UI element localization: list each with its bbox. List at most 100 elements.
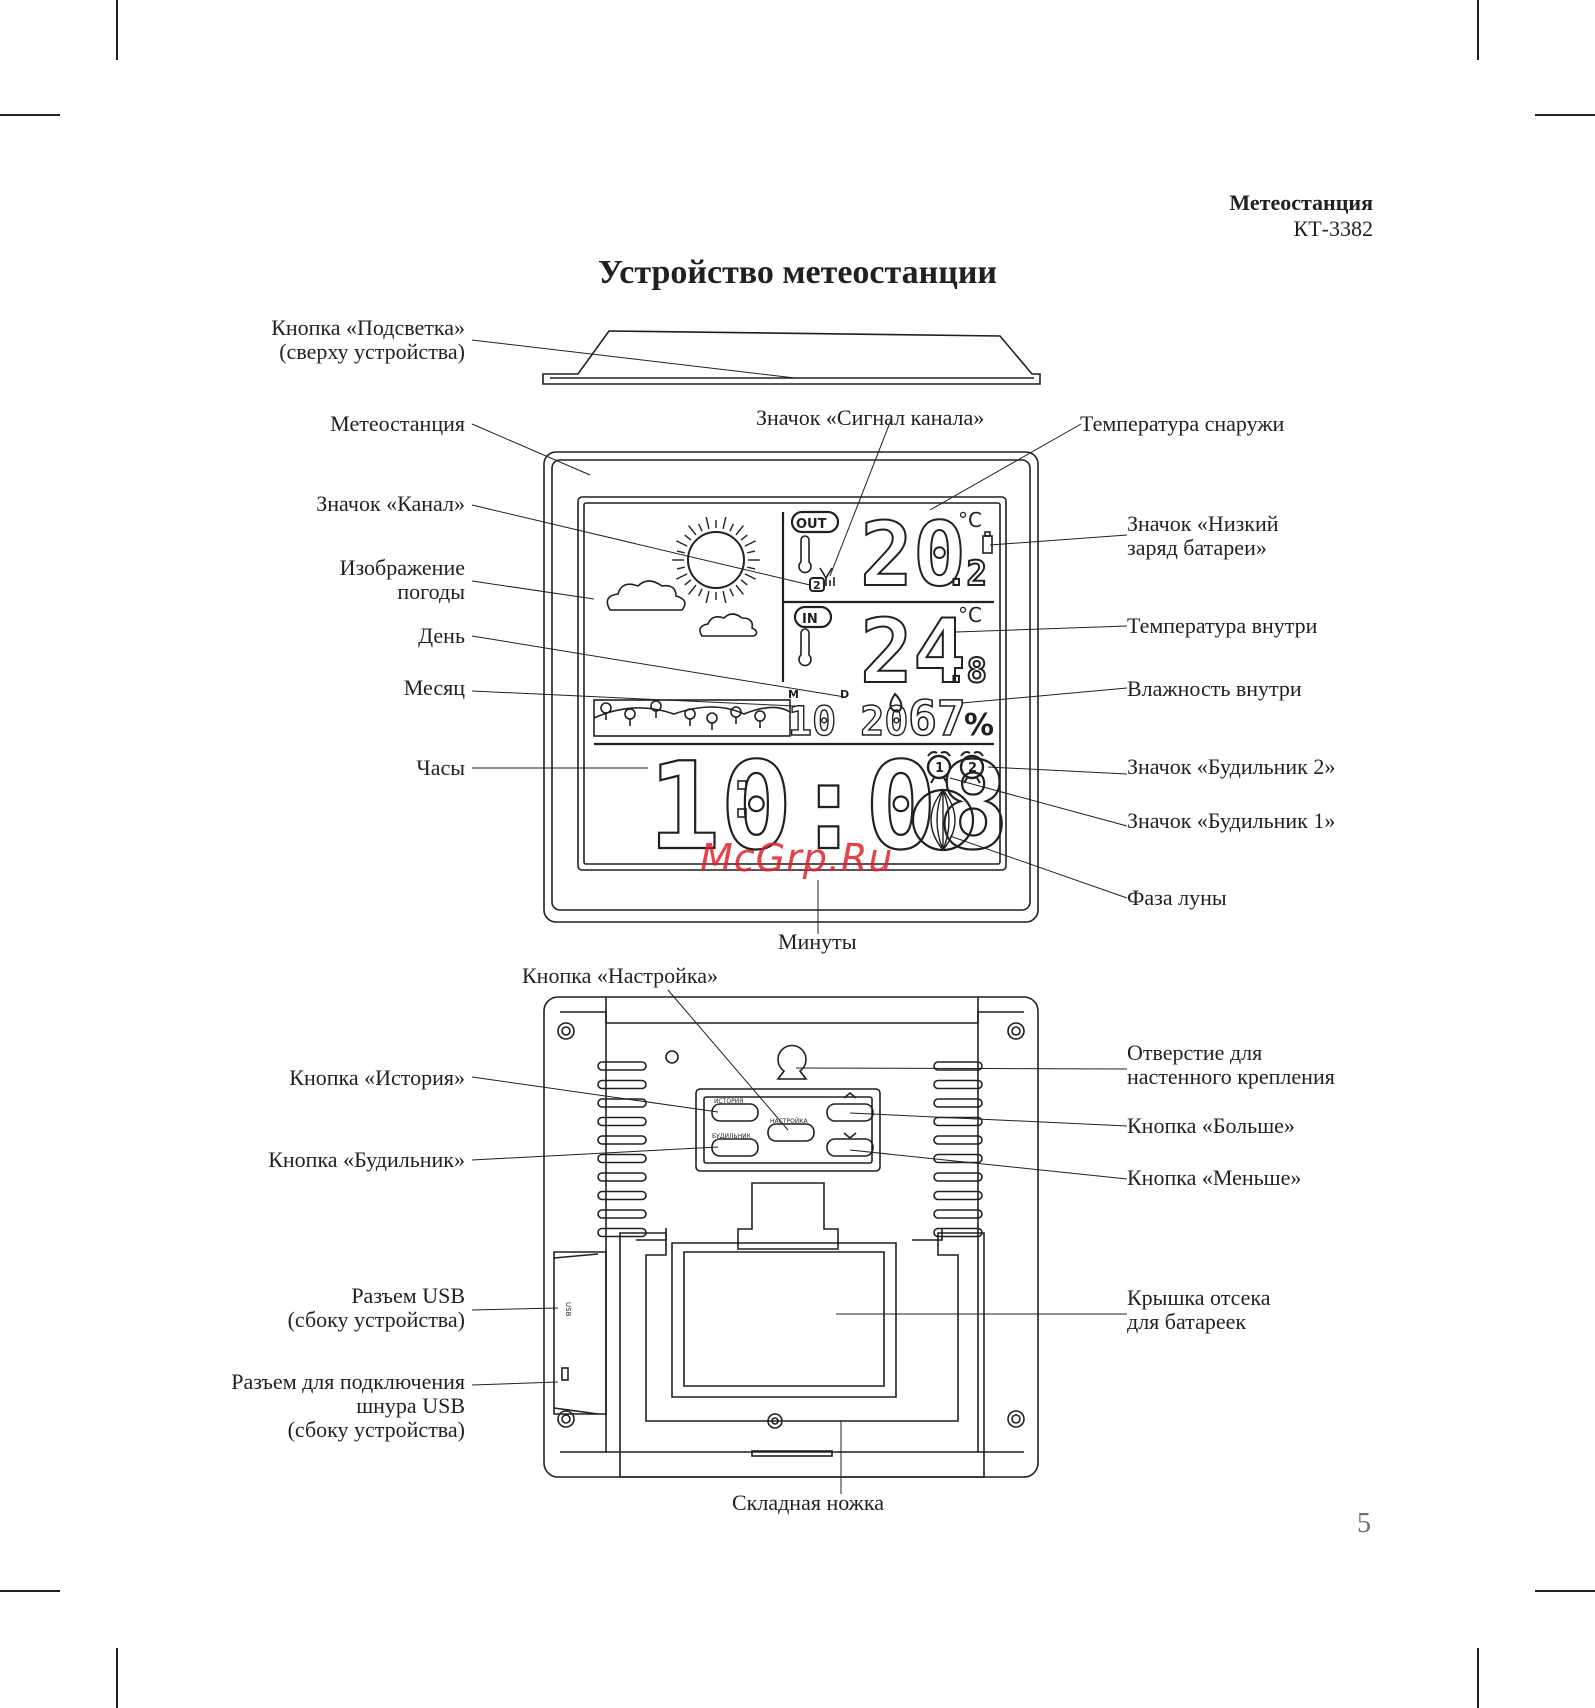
header-title: Метеостанция [1229, 190, 1373, 215]
vent-slot [597, 1172, 647, 1182]
label-month: Месяц [403, 675, 465, 700]
page-title: Устройство метеостанции [597, 254, 998, 291]
label-battery-cover: Крышка отсека для батареек [1127, 1285, 1271, 1334]
label-outside-temp: Температура снаружи [1080, 411, 1285, 436]
vent-slot [933, 1079, 983, 1090]
tree-icon [600, 702, 612, 714]
clock-display: 10:08 [648, 738, 1009, 877]
watermark: McGrp.Ru [700, 836, 894, 880]
label-setup-button: Кнопка «Настройка» [522, 963, 719, 988]
label-alarm1-icon: Значок «Будильник 1» [1127, 808, 1336, 833]
tree-icon [624, 708, 636, 720]
vent-slot [933, 1135, 983, 1145]
side-connector-block [553, 1251, 607, 1415]
label-history-button: Кнопка «История» [289, 1065, 465, 1090]
label-up-button: Кнопка «Больше» [1127, 1113, 1295, 1138]
cloud-icon [606, 580, 686, 611]
screw-hole [557, 1022, 575, 1040]
stand-tab [737, 1182, 839, 1250]
station-front-housing [543, 451, 1039, 923]
vent-slot [933, 1116, 983, 1127]
page-header: Метеостанция КТ-3382 [1229, 190, 1373, 242]
label-alarm-button: Кнопка «Будильник» [268, 1147, 465, 1172]
label-usb-cord-port: Разъем для подключения шнура USB (сбоку … [231, 1369, 465, 1442]
screw-hole [1007, 1022, 1025, 1040]
usb-side-label: USB [564, 1302, 572, 1317]
crop-mark [116, 0, 118, 60]
label-signal-icon: Значок «Сигнал канала» [756, 405, 985, 430]
out-temp-decimal: .2 [946, 554, 987, 594]
label-minutes: Минуты [778, 929, 857, 954]
up-button [826, 1103, 874, 1122]
alarm1-number: 1 [935, 761, 944, 776]
crop-mark [1477, 1648, 1479, 1708]
crop-mark [0, 114, 60, 116]
leader-lines [471, 339, 1128, 1494]
in-temp-main: 24 [860, 600, 966, 703]
vent-slot [933, 1209, 983, 1219]
vent-slot [933, 1098, 983, 1108]
in-badge [793, 605, 833, 629]
history-button [711, 1103, 759, 1122]
label-usb-port: Разъем USB (сбоку устройства) [287, 1283, 465, 1332]
crop-mark [1477, 0, 1479, 60]
thermometer-out-icon [798, 535, 812, 574]
out-temp-main: 20 [860, 503, 966, 606]
out-temp-unit: °C [958, 508, 982, 532]
label-wall-hole: Отверстие для настенного крепления [1127, 1040, 1335, 1089]
vent-slot [597, 1116, 647, 1127]
in-badge-text: IN [802, 612, 818, 627]
crop-mark [1535, 1590, 1595, 1592]
label-channel-icon: Значок «Канал» [316, 491, 465, 516]
label-stand: Складная ножка [732, 1490, 885, 1515]
vent-slot [597, 1190, 647, 1201]
vent-slot [597, 1061, 647, 1071]
out-badge [790, 510, 840, 534]
vent-slot [933, 1061, 983, 1071]
folding-stand [619, 1232, 985, 1478]
vent-slot [597, 1079, 647, 1090]
clock-colon-dot [737, 808, 747, 818]
label-weather-image: Изображение погоды [339, 555, 465, 604]
vent-slot [933, 1172, 983, 1182]
month-marker: M [788, 688, 799, 701]
day-marker: D [840, 688, 849, 701]
label-inside-humidity: Влажность внутри [1127, 676, 1302, 701]
tree-icon [754, 710, 766, 722]
crop-mark [116, 1648, 118, 1708]
screw-hole [557, 1410, 575, 1428]
humidity-drop-icon [889, 692, 903, 713]
history-button-label: ИСТОРИЯ [714, 1098, 743, 1105]
vent-slot [597, 1098, 647, 1108]
out-badge-text: OUT [796, 517, 827, 532]
vent-slot [597, 1153, 647, 1164]
humidity-percent: % [964, 708, 994, 743]
thermometer-in-icon [798, 628, 812, 667]
label-inside-temp: Температура внутри [1127, 613, 1318, 638]
label-alarm2-icon: Значок «Будильник 2» [1127, 754, 1336, 779]
crop-mark [0, 1590, 60, 1592]
header-model: КТ-3382 [1293, 216, 1373, 241]
vent-slot [597, 1209, 647, 1219]
screw-hole [1007, 1410, 1025, 1428]
date-display: 10 20 [788, 699, 908, 745]
page-number: 5 [1357, 1508, 1371, 1539]
label-moon-phase: Фаза луны [1127, 885, 1227, 910]
battery-cover [671, 1242, 897, 1398]
wall-mount-hole [776, 1044, 808, 1080]
device-top-view [542, 330, 1041, 385]
label-down-button: Кнопка «Меньше» [1127, 1165, 1302, 1190]
label-backlight: Кнопка «Подсветка» (сверху устройства) [271, 315, 465, 364]
in-temp-unit: °C [958, 603, 982, 627]
vent-slot [933, 1190, 983, 1201]
button-panel [695, 1088, 881, 1172]
setup-button-label: НАСТРОЙКА [770, 1118, 809, 1125]
label-low-battery: Значок «Низкий заряд батареи» [1127, 511, 1279, 560]
label-day: День [418, 623, 465, 648]
label-clock: Часы [416, 755, 465, 780]
setup-button [767, 1123, 815, 1142]
channel-number: 2 [813, 579, 821, 592]
tree-icon [706, 712, 718, 724]
humidity-value: 67 [908, 691, 966, 747]
